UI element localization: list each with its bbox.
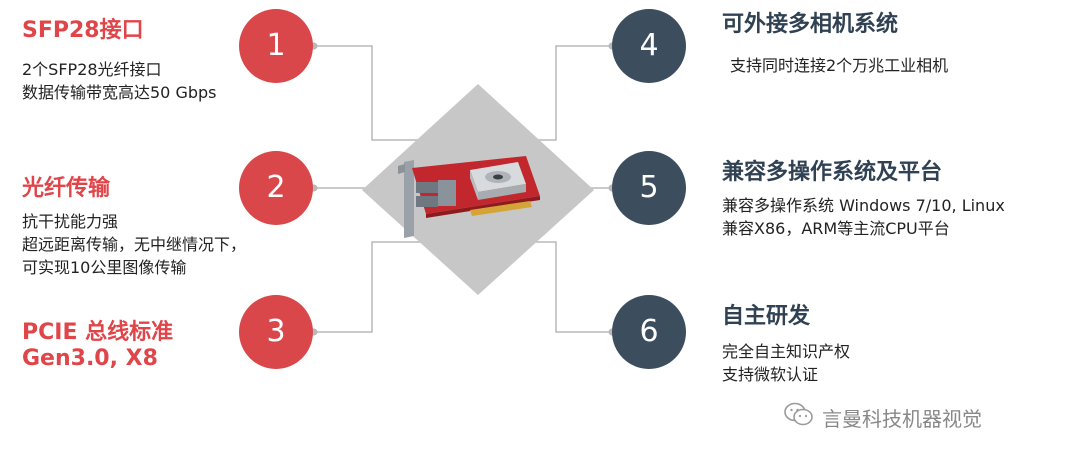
feature-4-line: 支持同时连接2个万兆工业相机 [730, 56, 949, 75]
network-card-image [398, 156, 540, 238]
feature-3-title-line: PCIE 总线标准 [22, 320, 174, 345]
number-circle-5: 5 [612, 151, 686, 225]
feature-5-line: 兼容X86，ARM等主流CPU平台 [722, 219, 950, 238]
feature-1-title: SFP28接口 [22, 18, 144, 43]
number-circle-2: 2 [239, 151, 313, 225]
number-circle-4: 4 [612, 9, 686, 83]
number-circle-1: 1 [239, 9, 313, 83]
feature-2-title: 光纤传输 [22, 176, 111, 201]
number-circle-3: 3 [239, 295, 313, 369]
feature-6-line: 支持微软认证 [722, 365, 819, 384]
feature-3-title-line: Gen3.0, X8 [22, 346, 158, 371]
feature-6-line: 完全自主知识产权 [722, 342, 851, 361]
feature-2-line: 超远距离传输，无中继情况下， [22, 235, 247, 254]
watermark: 言曼科技机器视觉 [784, 402, 982, 432]
number-circle-6: 6 [612, 295, 686, 369]
wechat-icon [784, 402, 814, 433]
feature-6-title: 自主研发 [722, 304, 811, 329]
feature-4-desc: 支持同时连接2个万兆工业相机 [730, 54, 948, 77]
feature-1-desc: 2个SFP28光纤接口 数据传输带宽高达50 Gbps [22, 58, 217, 104]
feature-2-line: 可实现10公里图像传输 [22, 258, 187, 277]
feature-1-line: 数据传输带宽高达50 Gbps [22, 83, 217, 102]
feature-2-line: 抗干扰能力强 [22, 212, 119, 231]
feature-4-title: 可外接多相机系统 [722, 12, 899, 37]
feature-1-line: 2个SFP28光纤接口 [22, 60, 162, 79]
feature-2-desc: 抗干扰能力强 超远距离传输，无中继情况下， 可实现10公里图像传输 [22, 210, 246, 279]
feature-5-title: 兼容多操作系统及平台 [722, 160, 943, 185]
feature-6-desc: 完全自主知识产权 支持微软认证 [722, 340, 850, 386]
feature-3-title: PCIE 总线标准 Gen3.0, X8 [22, 320, 173, 372]
feature-5-desc: 兼容多操作系统 Windows 7/10, Linux 兼容X86，ARM等主流… [722, 194, 1005, 240]
watermark-text: 言曼科技机器视觉 [822, 406, 982, 431]
feature-5-line: 兼容多操作系统 Windows 7/10, Linux [722, 196, 1005, 215]
